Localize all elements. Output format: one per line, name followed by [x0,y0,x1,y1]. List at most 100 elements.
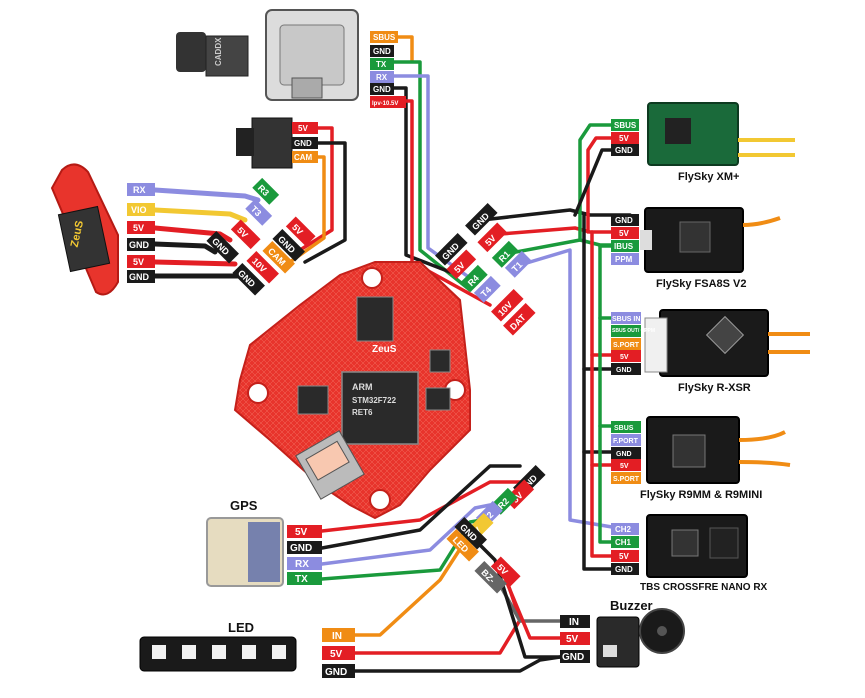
wire-esc-gnd [152,241,218,255]
svg-text:GND: GND [562,652,584,663]
fc-chip-brand: ARM [352,382,373,392]
svg-text:S.PORT: S.PORT [613,476,640,483]
camera-brand: CADDX [214,37,223,66]
svg-text:Ipv-10.5V: Ipv-10.5V [372,101,398,107]
fpvcam-label-gnd: GND [292,137,318,149]
pad-r4: R4 [460,264,488,292]
fpv-camera-labels: 5V GND CAM [292,122,318,163]
vtx-labels: SBUS GND TX RX GND Ipv-10.5V [370,31,406,108]
wire-led-gnd [353,655,562,673]
svg-text:RX: RX [376,73,388,82]
receiver-name-xm-plus: FlySky XM+ [678,171,740,183]
wire-esc-5v [152,225,233,243]
receiver-xm-plus [647,102,795,166]
led-title: LED [228,620,254,635]
buzzer-title: Buzzer [610,598,653,613]
wire-esc-rx [152,187,261,203]
vtx-label-gnd: GND [370,45,394,57]
svg-text:GND: GND [325,667,347,678]
pad-5v-vtx: 5V [446,249,477,280]
pad-r3: R3 [252,177,280,205]
rxsr-label-sport: S.PORT [611,338,641,350]
svg-text:GND: GND [615,146,633,155]
receiver-r9mm [646,416,791,484]
svg-text:CAM: CAM [294,153,313,162]
receiver-fsa8s [640,207,781,273]
gps-module [206,517,284,587]
svg-text:SBUS: SBUS [614,121,637,130]
fs-label-ppm: PPM [611,253,639,265]
xm-label-5v: 5V [611,132,639,144]
wire-xm-gnd [573,148,632,217]
fs-label-gnd: GND [611,214,639,226]
svg-text:GND: GND [373,85,391,94]
svg-text:S.PORT: S.PORT [613,342,640,349]
wire-gps-rx [320,503,492,566]
led-strip [139,636,297,672]
wire-xm-sbus [578,123,632,242]
gps-label-gnd: GND [287,541,322,554]
tbs-label-5v: 5V [611,550,639,562]
svg-text:IBUS: IBUS [614,242,634,251]
led-label-gnd: GND [322,664,355,678]
rxsr-label-sbus-out: SBUS OUT/ CPPM [611,325,655,337]
receiver-r-xsr [644,309,810,377]
pad-5v-top: 5V [285,216,316,247]
pad-t4: T4 [473,275,501,303]
esc-label-5v-b: 5V [127,255,155,268]
gps-title: GPS [230,498,258,513]
svg-text:GND: GND [129,240,150,250]
led-label-5v: 5V [322,646,355,660]
fs-label-5v: 5V [611,227,639,239]
svg-text:SBUS IN: SBUS IN [612,316,640,323]
rxsr-label-gnd: GND [611,363,641,375]
svg-text:5V: 5V [133,223,144,233]
wire-vtx-sbus [396,35,414,62]
fc-board-brand: ZeuS [372,344,397,355]
tbs-label-gnd: GND [611,563,639,575]
esc-board: ZeuS [50,163,119,296]
svg-text:IN: IN [332,631,342,642]
pad-5v-rx: 5V [477,222,508,253]
svg-text:GND: GND [615,565,633,574]
svg-text:5V: 5V [298,124,308,133]
svg-text:5V: 5V [619,134,629,143]
pad-5v-gps-a: 5V [230,219,261,250]
svg-text:5V: 5V [620,354,629,361]
svg-text:PPM: PPM [615,255,633,264]
wire-led-in [353,544,464,637]
svg-text:F.PORT: F.PORT [613,438,639,445]
r9-label-5v: 5V [611,459,641,471]
svg-text:CH1: CH1 [615,538,632,547]
vtx-label-tx: TX [370,58,394,70]
svg-text:GND: GND [616,451,632,458]
fpvcam-label-cam: CAM [292,151,318,163]
svg-text:5V: 5V [133,257,144,267]
wire-bz-5v [503,576,562,640]
esc-label-gnd-b: GND [127,270,155,283]
svg-text:GND: GND [373,47,391,56]
svg-text:RX: RX [295,559,309,570]
fs-label-ibus: IBUS [611,240,639,252]
wire-cam-5v [298,126,334,252]
svg-text:SBUS: SBUS [373,33,396,42]
rxsr-label-sbus-in: SBUS IN [611,312,641,324]
xm-label-sbus: SBUS [611,119,639,131]
wire-vtx-gnd [391,86,452,274]
wire-cam-gnd [303,141,347,264]
vtx-module: CADDX [176,9,359,101]
flight-controller: ARM STM32F722 RET6 ZeuS [233,261,471,520]
vtx-label-sbus: SBUS [370,31,398,43]
svg-text:5V: 5V [620,463,629,470]
svg-text:TX: TX [295,574,308,585]
fc-chip-code: RET6 [352,408,373,417]
fpvcam-label-5v: 5V [292,122,318,134]
receiver-name-r-xsr: FlySky R-XSR [678,382,751,394]
svg-text:CH2: CH2 [615,525,632,534]
pad-r1: R1 [491,240,519,268]
esc-brand: ZeuS [69,220,86,249]
receiver-name-tbs-nano: TBS CROSSFRE NANO RX [640,582,768,593]
fc-chip-model: STM32F722 [352,396,397,405]
svg-text:GND: GND [290,543,312,554]
